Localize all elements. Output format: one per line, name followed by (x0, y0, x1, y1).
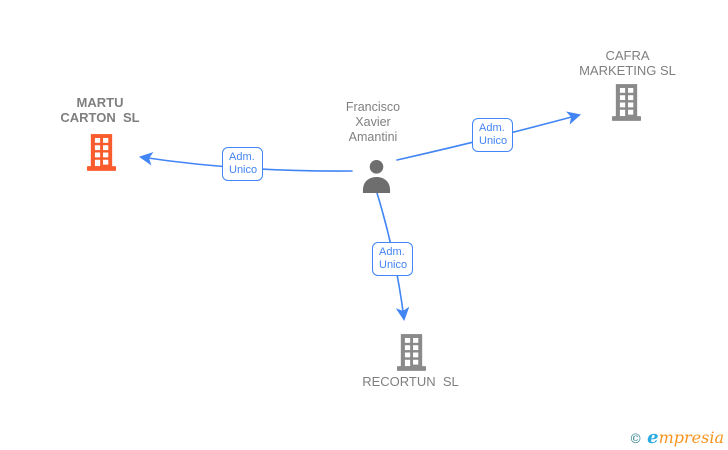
company-recortun-label[interactable]: RECORTUN SL (348, 374, 473, 389)
brand-initial: e (647, 427, 659, 448)
edge-label-adm-unico-recortun: Adm. Unico (372, 242, 413, 276)
edge-label-line2: Unico (379, 259, 408, 271)
company-recortun-line1: RECORTUN SL (362, 374, 459, 389)
company-martu-building-icon[interactable] (86, 134, 117, 171)
company-cafra-line2: MARKETING SL (579, 63, 676, 78)
company-cafra-label[interactable]: CAFRA MARKETING SL (565, 48, 690, 78)
person-icon[interactable] (361, 160, 392, 193)
person-name-line3: Amantini (348, 130, 398, 144)
copyright-icon: © (629, 432, 643, 447)
company-martu-label[interactable]: MARTU CARTON SL (40, 95, 160, 125)
edge-label-line1: Adm. (479, 122, 505, 134)
person-name-line1: Francisco (345, 100, 401, 114)
edge-label-line1: Adm. (379, 246, 405, 258)
edge-label-adm-unico-cafra: Adm. Unico (472, 118, 513, 152)
person-name-line2: Xavier (355, 115, 391, 129)
empresia-watermark[interactable]: © e mpresia (629, 427, 724, 448)
company-recortun-building-icon[interactable] (396, 334, 427, 371)
edge-label-line1: Adm. (229, 151, 255, 163)
person-name[interactable]: Francisco Xavier Amantini (323, 100, 423, 145)
company-martu-line1: MARTU (76, 95, 124, 110)
company-cafra-building-icon[interactable] (611, 84, 642, 121)
company-cafra-line1: CAFRA (605, 48, 650, 63)
brand-rest: mpresia (658, 428, 724, 447)
edge-label-adm-unico-martu: Adm. Unico (222, 147, 263, 181)
edge-label-line2: Unico (479, 135, 508, 147)
company-martu-line2: CARTON SL (60, 110, 140, 125)
edge-label-line2: Unico (229, 164, 258, 176)
